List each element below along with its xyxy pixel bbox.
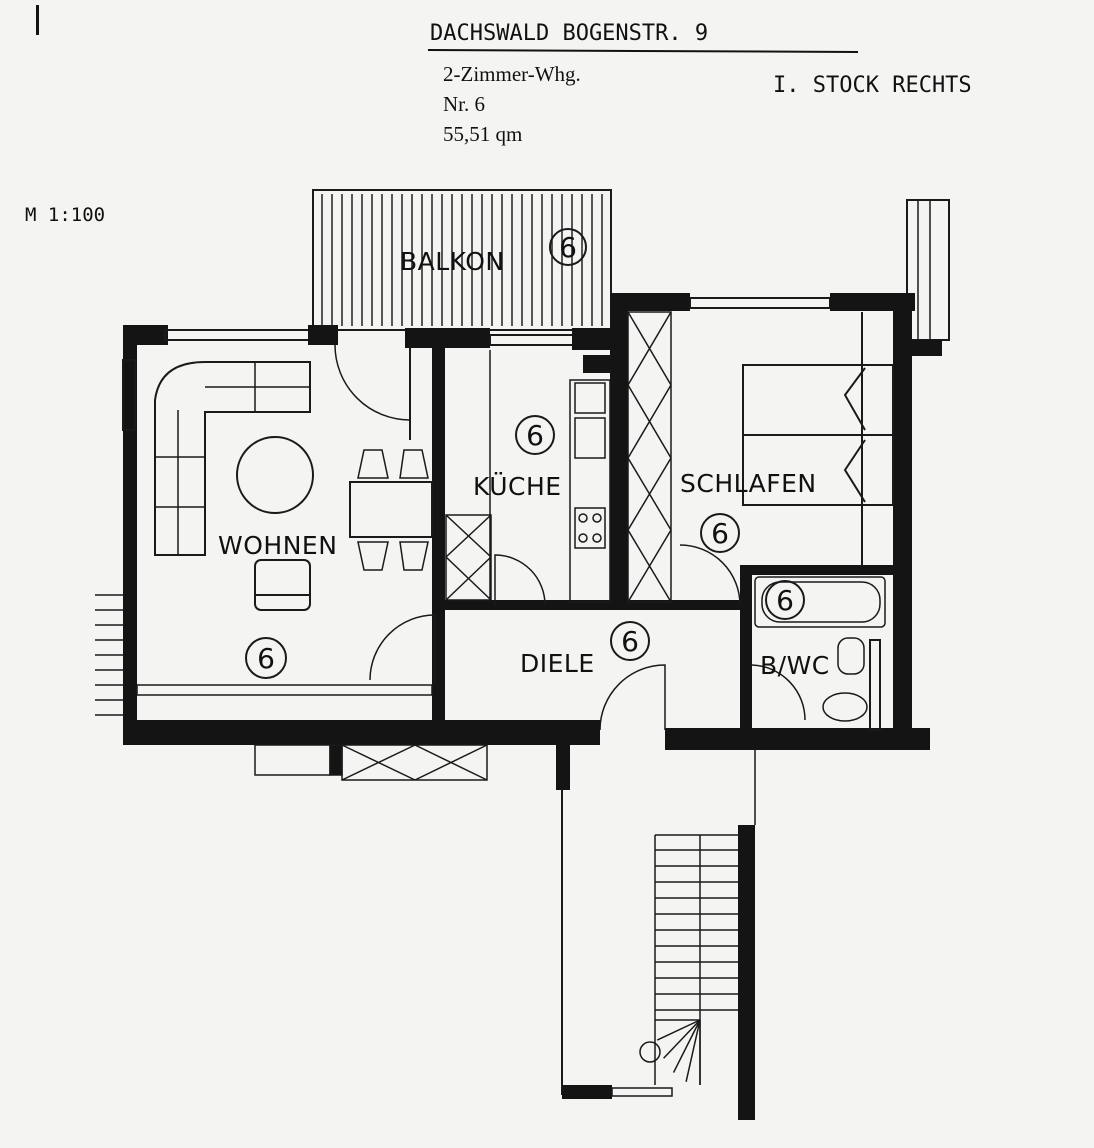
bathtub	[754, 576, 886, 628]
room-label-kueche: KÜCHE	[473, 472, 562, 501]
room-marker-diele: 6	[621, 625, 639, 658]
room-label-bad: B/WC	[760, 651, 830, 680]
room-marker-schlafen: 6	[711, 517, 729, 550]
title-underline	[427, 49, 859, 53]
wardrobe	[627, 311, 672, 603]
room-marker-balkon: 6	[559, 231, 577, 264]
margin-mark	[36, 5, 39, 35]
walls	[122, 293, 930, 750]
chairs	[357, 449, 429, 571]
marker-circle	[610, 621, 650, 661]
room-marker-bad: 6	[776, 584, 794, 617]
room-marker-wohnen: 6	[257, 642, 275, 675]
dining-table	[349, 481, 433, 538]
address-title: DACHSWALD BOGENSTR. 9	[430, 21, 708, 46]
stair-step	[663, 1019, 701, 1059]
marker-circle	[515, 415, 555, 455]
stair-step	[685, 1019, 701, 1082]
balcony	[312, 189, 612, 331]
marker-circle	[549, 228, 587, 266]
room-label-wohnen: WOHNEN	[218, 531, 337, 560]
room-label-diele: DIELE	[520, 649, 595, 678]
stair-step	[656, 1019, 701, 1041]
bed	[742, 312, 894, 565]
storage-below	[95, 594, 488, 781]
marker-circle	[245, 637, 287, 679]
marker-circle	[700, 513, 740, 553]
kitchen-counter	[445, 350, 611, 603]
apartment-type: 2-Zimmer-Whg.	[443, 62, 581, 86]
round-table	[236, 436, 314, 514]
floor-label: I. STOCK RECHTS	[773, 73, 972, 98]
toilet-sink	[822, 637, 868, 722]
stair-step	[672, 1019, 701, 1073]
room-label-schlafen: SCHLAFEN	[680, 469, 817, 498]
sofa	[154, 361, 311, 556]
doors	[334, 344, 806, 731]
marker-circle	[765, 580, 805, 620]
room-label-balkon: BALKON	[400, 247, 505, 276]
scale-label: M 1:100	[25, 204, 105, 226]
stairwell	[556, 745, 756, 1120]
room-marker-kueche: 6	[526, 419, 544, 452]
armchair	[254, 559, 311, 611]
neighbour-balcony	[906, 199, 950, 356]
apartment-area: 55,51 qm	[443, 122, 522, 146]
apartment-number: Nr. 6	[443, 92, 485, 116]
